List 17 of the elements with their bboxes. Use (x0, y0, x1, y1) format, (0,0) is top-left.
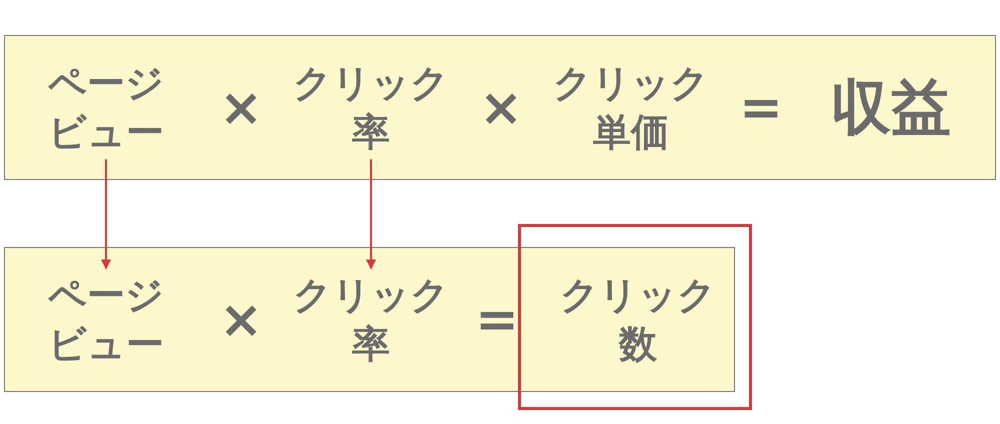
formula-band (4, 35, 996, 180)
highlight-frame (518, 224, 752, 410)
operator-sign: = (475, 294, 519, 346)
term-label: ページビュー (45, 270, 167, 370)
operator-sign: × (219, 82, 263, 134)
term-label: クリック率 (291, 58, 451, 158)
operator-sign: × (479, 82, 523, 134)
term-label: ページビュー (45, 58, 167, 158)
term-label: 収益 (825, 69, 957, 147)
arrow (366, 159, 376, 270)
term-label: クリック率 (291, 270, 451, 370)
term-label: クリック数 (558, 272, 717, 368)
operator-sign: = (739, 82, 783, 134)
formula-band (4, 247, 735, 392)
operator-sign: × (219, 294, 263, 346)
term-label: クリック単価 (551, 58, 711, 158)
arrow (100, 159, 111, 270)
